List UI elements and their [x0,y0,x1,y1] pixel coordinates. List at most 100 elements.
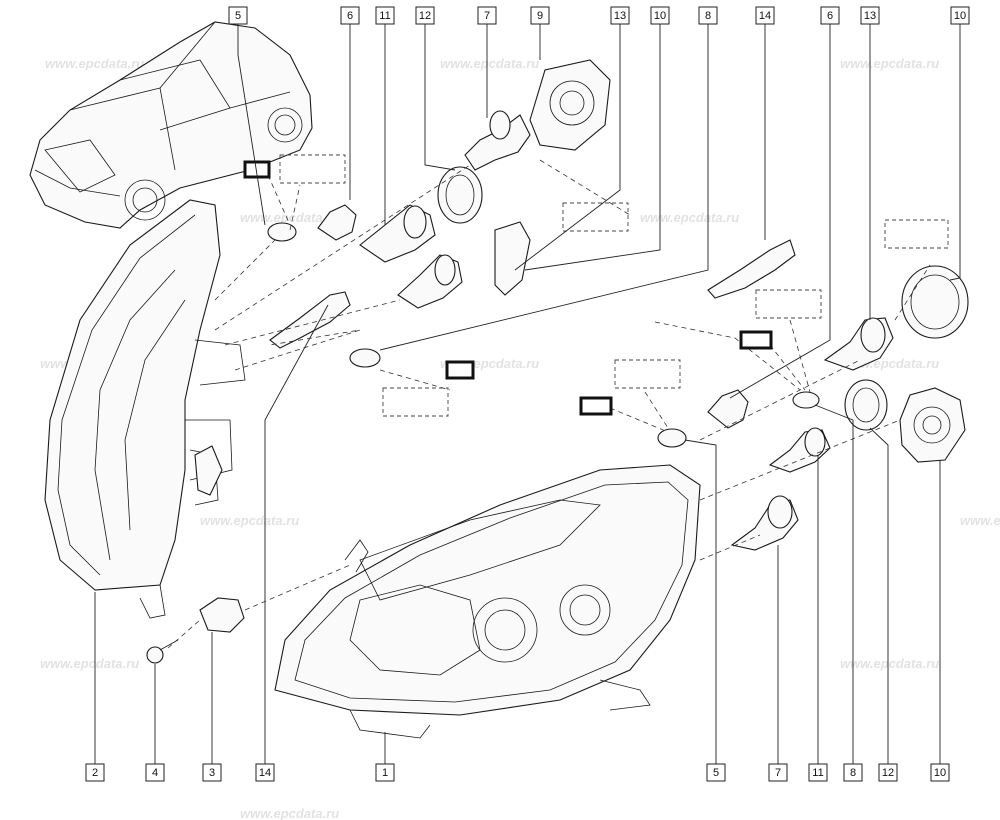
small-bulb-5-upper [267,222,297,242]
callout-box [930,763,950,782]
callout-box [202,763,222,782]
bulb-13-right [823,317,894,371]
bulb-11-upper [359,204,436,263]
watermark-text: www.epcdata.ru [40,656,139,671]
callout-box [706,763,726,782]
callout-box [145,763,165,782]
callout-12: 12 [878,763,898,782]
callout-box [650,6,670,25]
callout-6: 6 [340,6,360,25]
callout-box [950,6,970,25]
cover-cap-10-upper [494,221,531,296]
callout-number: 7 [775,767,781,779]
watermark-text: www.epcdata.ru [45,56,144,71]
left-headlamp-housing [44,199,246,619]
watermark-text: www.epcdata.ru [200,513,299,528]
callout-11: 11 [808,763,828,782]
callout-8: 8 [843,763,863,782]
callout-box [768,763,788,782]
callout-number: 6 [827,10,833,22]
seal-ring-12-right [844,379,888,431]
watermark-text: www.epcdata.ru [960,513,1000,528]
bulb-holder-14-left [269,291,351,349]
top-callout-row: 5 6 11 12 7 9 13 10 8 14 6 13 10 [228,6,970,25]
callout-box [340,6,360,25]
bulb-13-upper-left [397,254,463,309]
callout-6: 6 [820,6,840,25]
callout-box [698,6,718,25]
callout-box [610,6,630,25]
callout-box [820,6,840,25]
callout-2: 2 [85,763,105,782]
callout-box [808,763,828,782]
watermark-text: www.epcdata.ru [640,210,739,225]
callout-10: 10 [650,6,670,25]
callout-13: 13 [610,6,630,25]
watermark-text: www.epcdata.ru [840,56,939,71]
bulb-7-upper [464,110,531,171]
callout-7: 7 [768,763,788,782]
callout-box [415,6,435,25]
bracket-upper-main [194,445,223,496]
leader-lines [94,24,961,764]
callout-box [860,6,880,25]
callout-10: 10 [930,763,950,782]
callout-box [878,763,898,782]
callout-number: 8 [705,10,711,22]
callout-box [530,6,550,25]
screw-4 [146,639,179,664]
bulb-7-right [730,495,799,551]
callout-number: 6 [347,10,353,22]
cover-cap-9 [529,59,611,151]
seal-ring-12-upper [437,166,483,224]
assembly-lines [167,159,931,649]
callout-box [843,763,863,782]
callout-number: 14 [259,767,271,779]
bracket-3 [199,597,245,633]
socket-6-right [707,389,749,429]
watermark-text: www.epcdata.ru [440,56,539,71]
callout-4: 4 [145,763,165,782]
cover-cap-10-right-lower [899,387,966,463]
small-bulb-5-right [657,428,687,448]
callout-number: 1 [382,767,388,779]
small-bulb-8-right [792,391,820,409]
callout-8: 8 [698,6,718,25]
callout-11: 11 [375,6,395,25]
car-illustration [29,21,313,229]
callout-5: 5 [706,763,726,782]
callout-number: 8 [850,767,856,779]
callout-box [755,6,775,25]
callout-14: 14 [255,763,275,782]
callout-box [477,6,497,25]
callout-box [85,763,105,782]
watermark-text: www.epcdata.ru [240,806,339,820]
callout-9: 9 [530,6,550,25]
callout-number: 11 [379,10,390,22]
callout-number: 5 [235,10,241,22]
callout-7: 7 [477,6,497,25]
callout-3: 3 [202,763,222,782]
callout-box [228,6,248,25]
callout-number: 12 [419,10,431,22]
callout-number: 2 [92,767,98,779]
callout-number: 9 [537,10,543,22]
cover-cap-10-right-upper [901,265,969,339]
callout-box [375,763,395,782]
callout-box [375,6,395,25]
bottom-callout-row: 2 4 3 14 1 5 7 11 8 12 10 [85,763,950,782]
callout-number: 14 [759,10,771,22]
callout-5: 5 [228,6,248,25]
callout-number: 3 [209,767,215,779]
bulb-holder-14-right [707,239,796,299]
callout-number: 12 [882,767,894,779]
callout-number: 10 [654,10,666,22]
callout-number: 13 [864,10,876,22]
dashed-label-boxes [279,154,949,417]
callout-13: 13 [860,6,880,25]
socket-6-upper [317,204,357,241]
callout-14: 14 [755,6,775,25]
callout-number: 10 [954,10,966,22]
callout-number: 5 [713,767,719,779]
